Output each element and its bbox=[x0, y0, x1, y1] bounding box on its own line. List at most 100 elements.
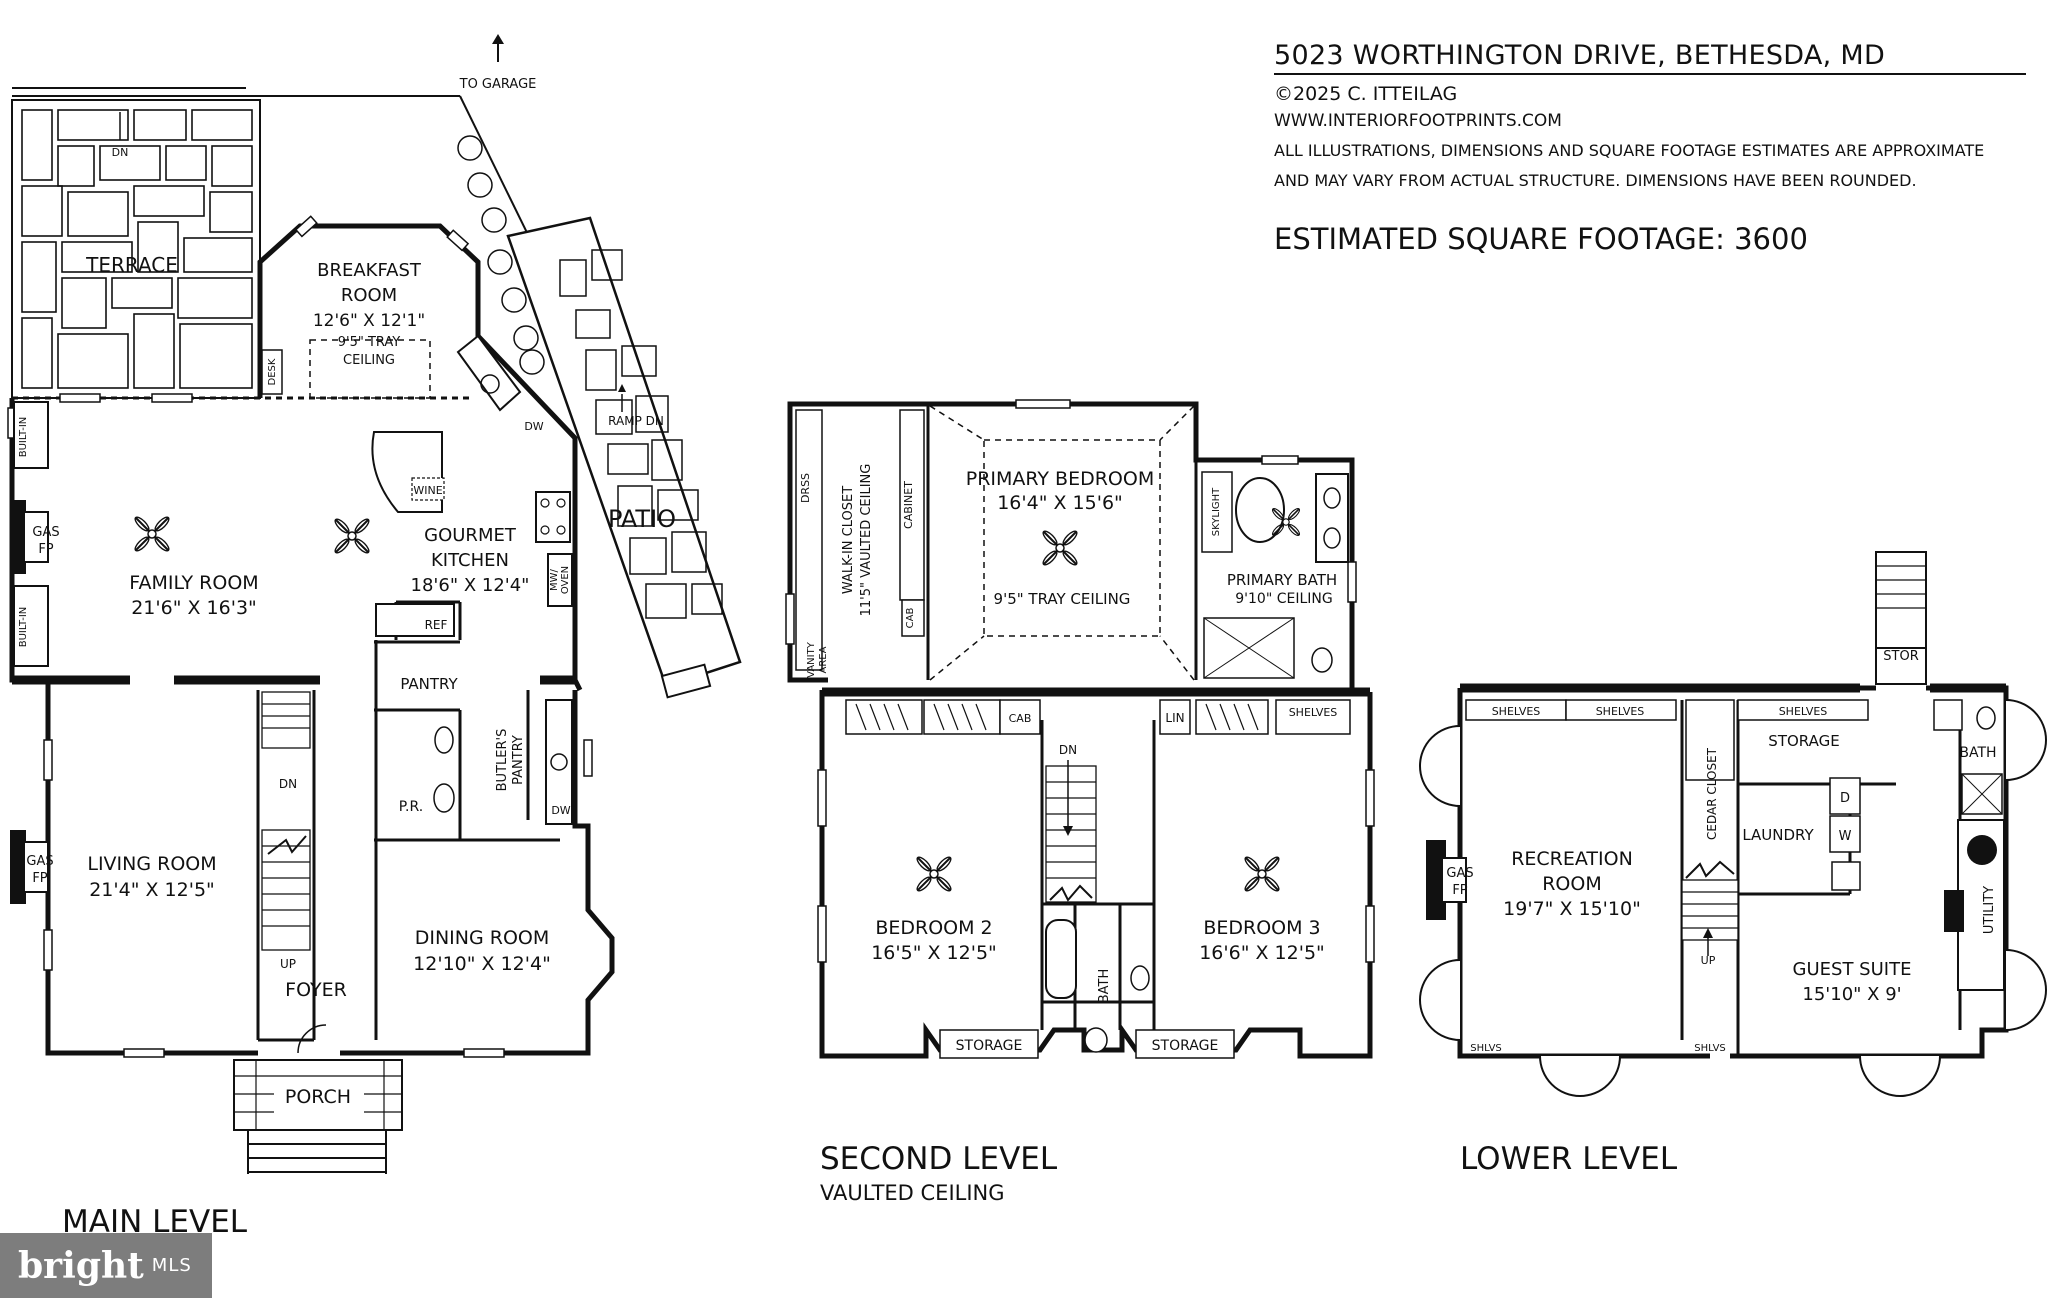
bed2-dims: 16'5" X 12'5" bbox=[871, 942, 997, 964]
bed2-fan bbox=[914, 854, 954, 894]
main-dn-label: DN bbox=[279, 777, 297, 791]
cooktop bbox=[535, 491, 571, 543]
lower-fp-label: FP bbox=[1452, 883, 1467, 898]
dryer bbox=[1829, 777, 1861, 815]
primary-tray-diagonals bbox=[929, 405, 1195, 681]
water-heater bbox=[1967, 835, 1997, 865]
main-exterior-walls bbox=[9, 223, 615, 1056]
porch bbox=[233, 1059, 403, 1131]
lower-window-wells bbox=[1419, 699, 2047, 1097]
patio-stones bbox=[559, 249, 723, 619]
primary-vanity bbox=[1315, 473, 1349, 563]
hall-bath-label: BATH bbox=[1097, 969, 1112, 1004]
mw-label: MW/ bbox=[549, 568, 560, 591]
built-in-top bbox=[13, 401, 49, 469]
closet-label-2: 11'5" VAULTED CEILING bbox=[859, 464, 874, 617]
patio-area bbox=[506, 216, 742, 688]
butlers-label-1: BUTLER'S bbox=[495, 729, 510, 792]
lower-level-title: LOWER LEVEL bbox=[1460, 1141, 1678, 1177]
living-gas-label: GAS bbox=[26, 854, 53, 869]
skylight bbox=[1201, 471, 1233, 553]
family-dims: 21'6" X 16'3" bbox=[131, 597, 257, 619]
second-level-plan: DRSS WALK-IN CLOSET 11'5" VAULTED CEILIN… bbox=[785, 399, 1375, 1059]
second-level-title: SECOND LEVEL bbox=[820, 1141, 1058, 1177]
second-level-subtitle: VAULTED CEILING bbox=[820, 1181, 1005, 1205]
wine-fridge bbox=[411, 477, 445, 501]
main-windows bbox=[7, 215, 593, 1058]
powder-room-label: P.R. bbox=[399, 799, 423, 815]
closet-cab-label: CAB bbox=[905, 608, 916, 629]
laundry-label: LAUNDRY bbox=[1742, 826, 1814, 844]
wine-label: WINE bbox=[413, 484, 442, 497]
dining-name: DINING ROOM bbox=[415, 927, 550, 949]
desk-label: DESK bbox=[267, 358, 278, 385]
lower-gas-label: GAS bbox=[1446, 866, 1473, 881]
lower-shower bbox=[1961, 773, 2003, 815]
primary-dims: 16'4" X 15'6" bbox=[997, 492, 1123, 514]
patio-step bbox=[660, 663, 712, 699]
header-rule bbox=[1274, 73, 2026, 75]
shlvs-label-1: SHLVS bbox=[1470, 1043, 1502, 1054]
ref-label: REF bbox=[425, 618, 448, 632]
living-fp-label: FP bbox=[32, 871, 47, 886]
hall-tub bbox=[1045, 919, 1077, 999]
kitchen-sink bbox=[480, 374, 500, 394]
bed3-storage bbox=[1135, 1029, 1235, 1059]
disclaimer-line-1: ALL ILLUSTRATIONS, DIMENSIONS AND SQUARE… bbox=[1274, 141, 1985, 160]
butlers-label-2: PANTRY bbox=[511, 735, 526, 785]
front-door bbox=[297, 1024, 327, 1054]
furnace bbox=[1944, 890, 1964, 932]
second-interior-walls bbox=[926, 404, 1198, 1030]
breakfast-dims: 12'6" X 12'1" bbox=[313, 311, 425, 331]
utility-label: UTILITY bbox=[1982, 886, 1997, 934]
copyright: ©2025 C. ITTEILAG bbox=[1274, 83, 1458, 105]
lower-storage-label: STORAGE bbox=[1768, 732, 1839, 750]
lower-shelves bbox=[1465, 699, 1869, 781]
pantry-label: PANTRY bbox=[400, 675, 458, 693]
terrace-stones bbox=[21, 109, 253, 389]
dining-dims: 12'10" X 12'4" bbox=[413, 953, 551, 975]
hall-toilet bbox=[1084, 1027, 1108, 1053]
second-closets bbox=[845, 699, 1351, 735]
stor-closet bbox=[1875, 647, 1927, 685]
primary-shower bbox=[1203, 617, 1295, 679]
porch-bricks bbox=[234, 1060, 402, 1130]
built-in-label-1: BUILT-IN bbox=[18, 417, 29, 458]
lin-label: LIN bbox=[1165, 711, 1184, 725]
shelves-label-1: SHELVES bbox=[1492, 705, 1541, 718]
lower-bath-sink bbox=[1933, 699, 1963, 731]
primary-name: PRIMARY BEDROOM bbox=[966, 468, 1154, 490]
primary-tray-outline bbox=[983, 439, 1161, 637]
desk bbox=[261, 349, 283, 395]
lower-bath-label: BATH bbox=[1959, 745, 1996, 761]
lower-stairs bbox=[1681, 860, 1739, 956]
wall-oven bbox=[547, 553, 573, 607]
closet-shelving-left bbox=[795, 409, 823, 671]
kitchen-name-1: GOURMET bbox=[424, 525, 517, 546]
breakfast-name-1: BREAKFAST bbox=[317, 260, 422, 281]
second-stairs bbox=[1045, 760, 1097, 903]
laundry-sink bbox=[1831, 861, 1861, 891]
closet-label-1: WALK-IN CLOSET bbox=[841, 486, 856, 594]
pbath-name: PRIMARY BATH bbox=[1227, 571, 1337, 589]
cabinet-label: CABINET bbox=[902, 481, 915, 529]
mls-logo-text: MLS bbox=[151, 1255, 192, 1276]
primary-tub bbox=[1235, 477, 1285, 543]
main-level-plan: TERRACE DN TO GARAGE bbox=[7, 34, 742, 1174]
butlers-dw-label: DW bbox=[551, 804, 570, 817]
bed2-name: BEDROOM 2 bbox=[875, 917, 992, 939]
washer-label: W bbox=[1839, 829, 1852, 844]
kitchen-dims: 18'6" X 12'4" bbox=[411, 575, 530, 596]
patio-label: PATIO bbox=[608, 505, 676, 533]
refrigerator bbox=[375, 603, 455, 637]
main-stairs bbox=[261, 691, 311, 951]
second-windows bbox=[785, 399, 1375, 963]
rec-name-2: ROOM bbox=[1542, 873, 1602, 895]
terrace-label: TERRACE bbox=[85, 253, 178, 277]
powder-sink bbox=[433, 783, 455, 813]
closet-shelving-right bbox=[899, 409, 925, 601]
porch-label: PORCH bbox=[285, 1086, 351, 1108]
property-address: 5023 WORTHINGTON DRIVE, BETHESDA, MD bbox=[1274, 40, 1886, 71]
